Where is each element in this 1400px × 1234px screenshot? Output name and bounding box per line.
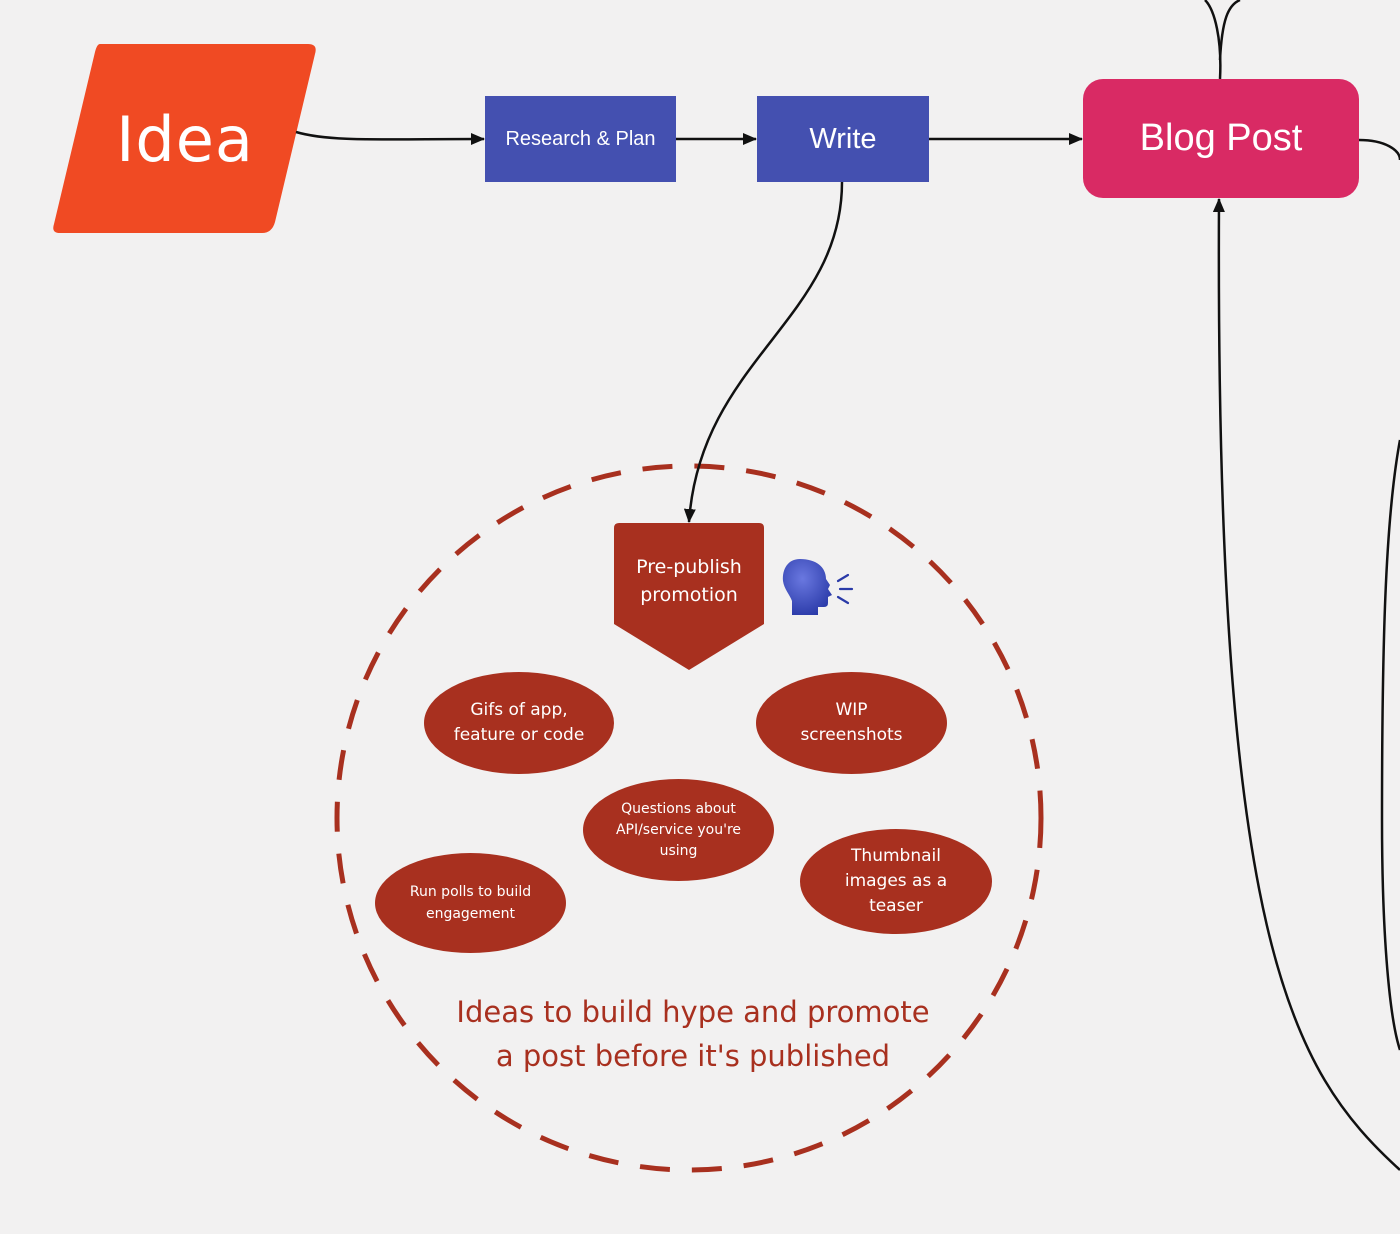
speaking-head-icon — [782, 559, 854, 615]
idea-thumbnails-ellipse[interactable]: Thumbnail images as a teaser — [800, 829, 992, 934]
pre-publish-label: Pre-publish promotion — [636, 556, 742, 606]
blog-post-node[interactable]: Blog Post — [1083, 79, 1359, 198]
edge-right-side-curve — [1380, 439, 1400, 1051]
idea-shape[interactable] — [53, 44, 316, 233]
edge-idea-research — [295, 130, 485, 146]
write-node[interactable]: Write — [757, 96, 929, 182]
edge-write-prepublish — [683, 181, 844, 523]
idea-wip-screenshots-ellipse[interactable]: WIP screenshots — [756, 672, 947, 774]
idea-gifs-ellipse[interactable]: Gifs of app, feature or code — [424, 672, 614, 774]
edge-bottom-into-blogpost — [1212, 198, 1400, 1171]
edge-top-right-curve — [1218, 0, 1241, 61]
idea-questions-ellipse[interactable]: Questions about API/service you're using — [583, 779, 774, 881]
idea-polls-ellipse[interactable]: Run polls to build engagement — [375, 853, 566, 953]
edge-blogpost-right — [1358, 138, 1400, 161]
research-plan-node[interactable]: Research & Plan — [485, 96, 676, 182]
pre-publish-shape[interactable] — [614, 523, 764, 670]
promotion-group-caption: Ideas to build hype and promote a post b… — [456, 995, 930, 1073]
edge-top-into-blogpost — [1204, 0, 1222, 80]
promotion-group-boundary — [334, 463, 1044, 1173]
idea-node-label: Idea — [116, 102, 254, 176]
